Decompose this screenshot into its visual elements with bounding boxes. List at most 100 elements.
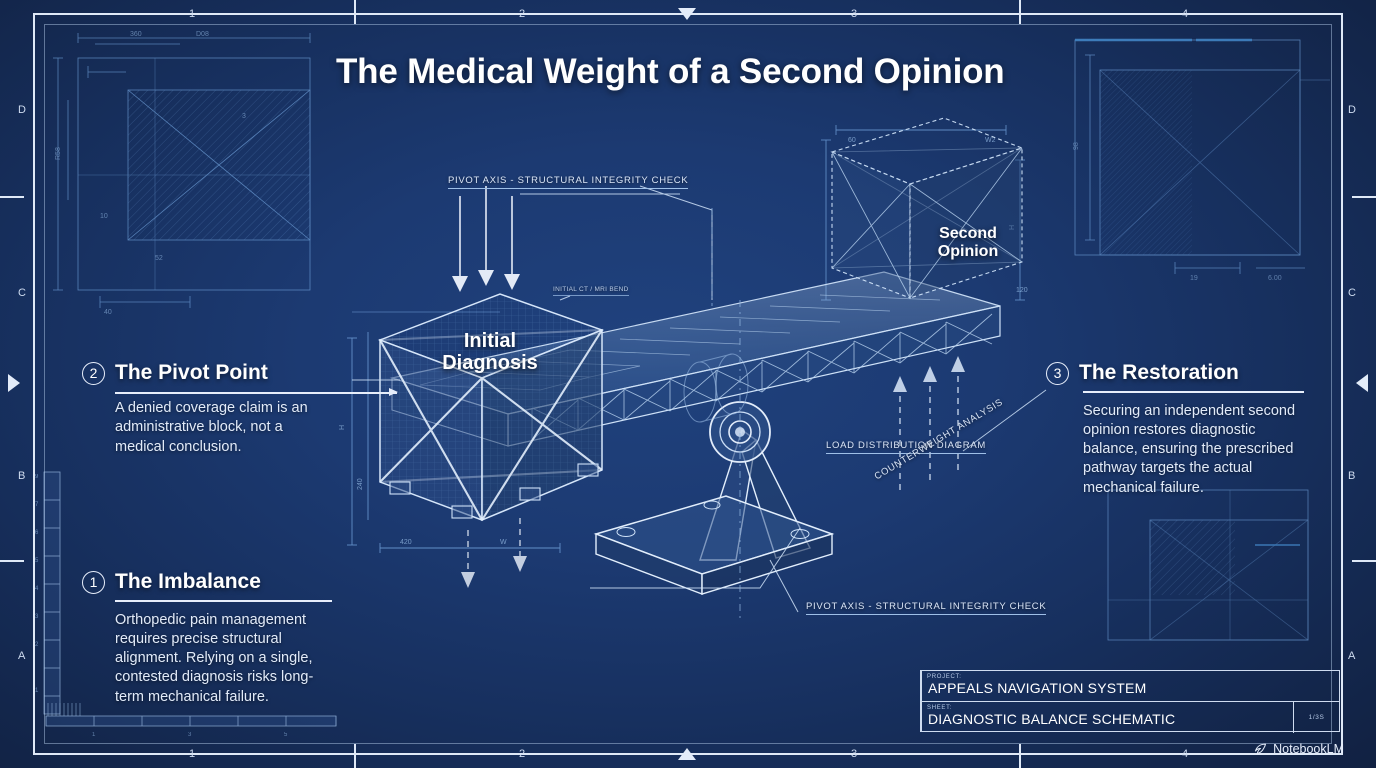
load-arrows-down: [452, 186, 520, 292]
callout-1-title: The Imbalance: [115, 570, 261, 593]
title-block-project-value: APPEALS NAVIGATION SYSTEM: [928, 680, 1147, 696]
zone-tick-bottom-1: [354, 744, 356, 768]
callout-2-leader-arrow: [115, 389, 398, 395]
zone-row-A-left: A: [18, 650, 26, 662]
title-block-sheet-value: DIAGNOSTIC BALANCE SCHEMATIC: [928, 711, 1176, 727]
svg-text:1: 1: [92, 732, 96, 738]
zone-tick-top-2: [1019, 0, 1021, 24]
zone-tick-left-2: [0, 560, 24, 562]
callout-3-header: 3 The Restoration: [1046, 361, 1304, 385]
svg-text:1: 1: [35, 688, 39, 694]
svg-text:2: 2: [35, 642, 39, 648]
zone-row-B-right: B: [1348, 470, 1356, 482]
right-crate-label: Second Opinion: [908, 225, 1028, 261]
notebooklm-brand-text: NotebookLM: [1273, 741, 1344, 756]
svg-text:3: 3: [242, 113, 246, 120]
zone-column-1-top: 1: [189, 8, 196, 20]
svg-text:240: 240: [357, 478, 364, 490]
fulcrum-assembly: [593, 353, 835, 596]
zone-row-C-right: C: [1348, 287, 1357, 299]
callout-3-rule: [1083, 391, 1304, 393]
svg-text:4: 4: [35, 586, 39, 592]
svg-text:7: 7: [35, 502, 39, 508]
zone-column-1-bottom: 1: [189, 748, 196, 760]
center-marker-bottom: [678, 748, 696, 760]
zone-row-D-left: D: [18, 104, 27, 116]
svg-text:3: 3: [35, 614, 39, 620]
svg-text:5: 5: [35, 558, 39, 564]
svg-text:360: 360: [130, 31, 142, 38]
left-crate-label-line1: Initial: [463, 330, 517, 352]
right-crate-label-line1: Second: [939, 225, 997, 242]
title-block: PROJECT: APPEALS NAVIGATION SYSTEM SHEET…: [920, 670, 1340, 733]
svg-text:6.00: 6.00: [1268, 275, 1282, 282]
left-crate-label-line2: Diagnosis: [442, 352, 538, 375]
zone-column-4-top: 4: [1182, 8, 1189, 20]
callout-1-rule: [115, 600, 332, 602]
zone-tick-right-1: [1352, 196, 1376, 198]
svg-text:9: 9: [35, 474, 39, 480]
zone-row-D-right: D: [1348, 104, 1357, 116]
lift-arrows-up: [893, 356, 965, 490]
svg-text:120: 120: [1016, 287, 1028, 294]
notebooklm-spark-icon: [1255, 743, 1267, 754]
callout-2-number: 2: [82, 361, 105, 385]
zone-row-A-right: A: [1348, 650, 1356, 662]
zone-tick-top-1: [354, 0, 356, 24]
callout-2-title: The Pivot Point: [115, 361, 268, 384]
zone-column-3-top: 3: [851, 8, 858, 20]
svg-text:R58: R58: [55, 147, 62, 160]
sheet-border-inner: [44, 24, 1332, 744]
notebooklm-watermark: NotebookLM: [1253, 741, 1344, 756]
title-block-project-row: PROJECT: APPEALS NAVIGATION SYSTEM: [921, 671, 1339, 702]
center-marker-right: [1356, 374, 1368, 392]
callout-2-header: 2 The Pivot Point: [82, 361, 312, 385]
svg-text:40: 40: [104, 309, 112, 316]
left-crate: [377, 293, 605, 522]
annotation-pivot-axis-top: PIVOT AXIS - STRUCTURAL INTEGRITY CHECK: [448, 175, 689, 189]
callout-3-title: The Restoration: [1079, 361, 1239, 384]
svg-text:5: 5: [284, 732, 288, 738]
zone-row-C-left: C: [18, 287, 27, 299]
svg-text:D08: D08: [196, 31, 209, 38]
svg-text:60: 60: [848, 137, 856, 144]
center-marker-top: [678, 8, 696, 20]
callout-2: 2 The Pivot Point A denied coverage clai…: [82, 361, 312, 457]
left-crate-label: Initial Diagnosis: [420, 330, 560, 375]
page-title: The Medical Weight of a Second Opinion: [336, 52, 1005, 91]
callout-3-body: Securing an independent second opinion r…: [1083, 402, 1296, 496]
svg-text:W: W: [500, 539, 507, 546]
svg-text:3: 3: [188, 732, 192, 738]
callout-2-body: A denied coverage claim is an administra…: [115, 400, 308, 455]
zone-column-3-bottom: 3: [851, 748, 858, 760]
title-block-sheet-number: 1/3S: [1293, 702, 1339, 733]
zone-row-B-left: B: [18, 470, 26, 482]
svg-text:19: 19: [1190, 275, 1198, 282]
callout-1: 1 The Imbalance Orthopedic pain manageme…: [82, 570, 332, 707]
svg-text:W2: W2: [985, 137, 996, 144]
zone-tick-right-2: [1352, 560, 1376, 562]
zone-column-2-bottom: 2: [519, 748, 526, 760]
callout-1-number: 1: [82, 570, 105, 594]
callout-1-header: 1 The Imbalance: [82, 570, 332, 594]
center-marker-left: [8, 374, 20, 392]
annotation-load-distribution: LOAD DISTRIBUTION DIAGRAM: [826, 440, 987, 454]
svg-text:420: 420: [400, 539, 412, 546]
title-block-sheet-label: SHEET:: [927, 705, 953, 711]
title-block-project-label: PROJECT:: [927, 674, 962, 680]
title-block-sheet-row: SHEET: DIAGNOSTIC BALANCE SCHEMATIC 1/3S: [921, 702, 1339, 733]
zone-tick-bottom-2: [1019, 744, 1021, 768]
callout-1-body: Orthopedic pain management requires prec…: [115, 611, 314, 705]
callout-3-number: 3: [1046, 361, 1069, 385]
zone-tick-left-1: [0, 196, 24, 198]
annotation-pivot-axis-bottom: PIVOT AXIS - STRUCTURAL INTEGRITY CHECK: [806, 601, 1047, 615]
right-crate-label-line2: Opinion: [937, 242, 999, 260]
title-block-left-edge: [920, 670, 922, 732]
svg-text:10: 10: [100, 213, 108, 220]
callout-3: 3 The Restoration Securing an independen…: [1046, 361, 1304, 498]
right-crate: [830, 117, 1024, 299]
svg-text:52: 52: [155, 255, 163, 262]
zone-column-4-bottom: 4: [1182, 748, 1189, 760]
